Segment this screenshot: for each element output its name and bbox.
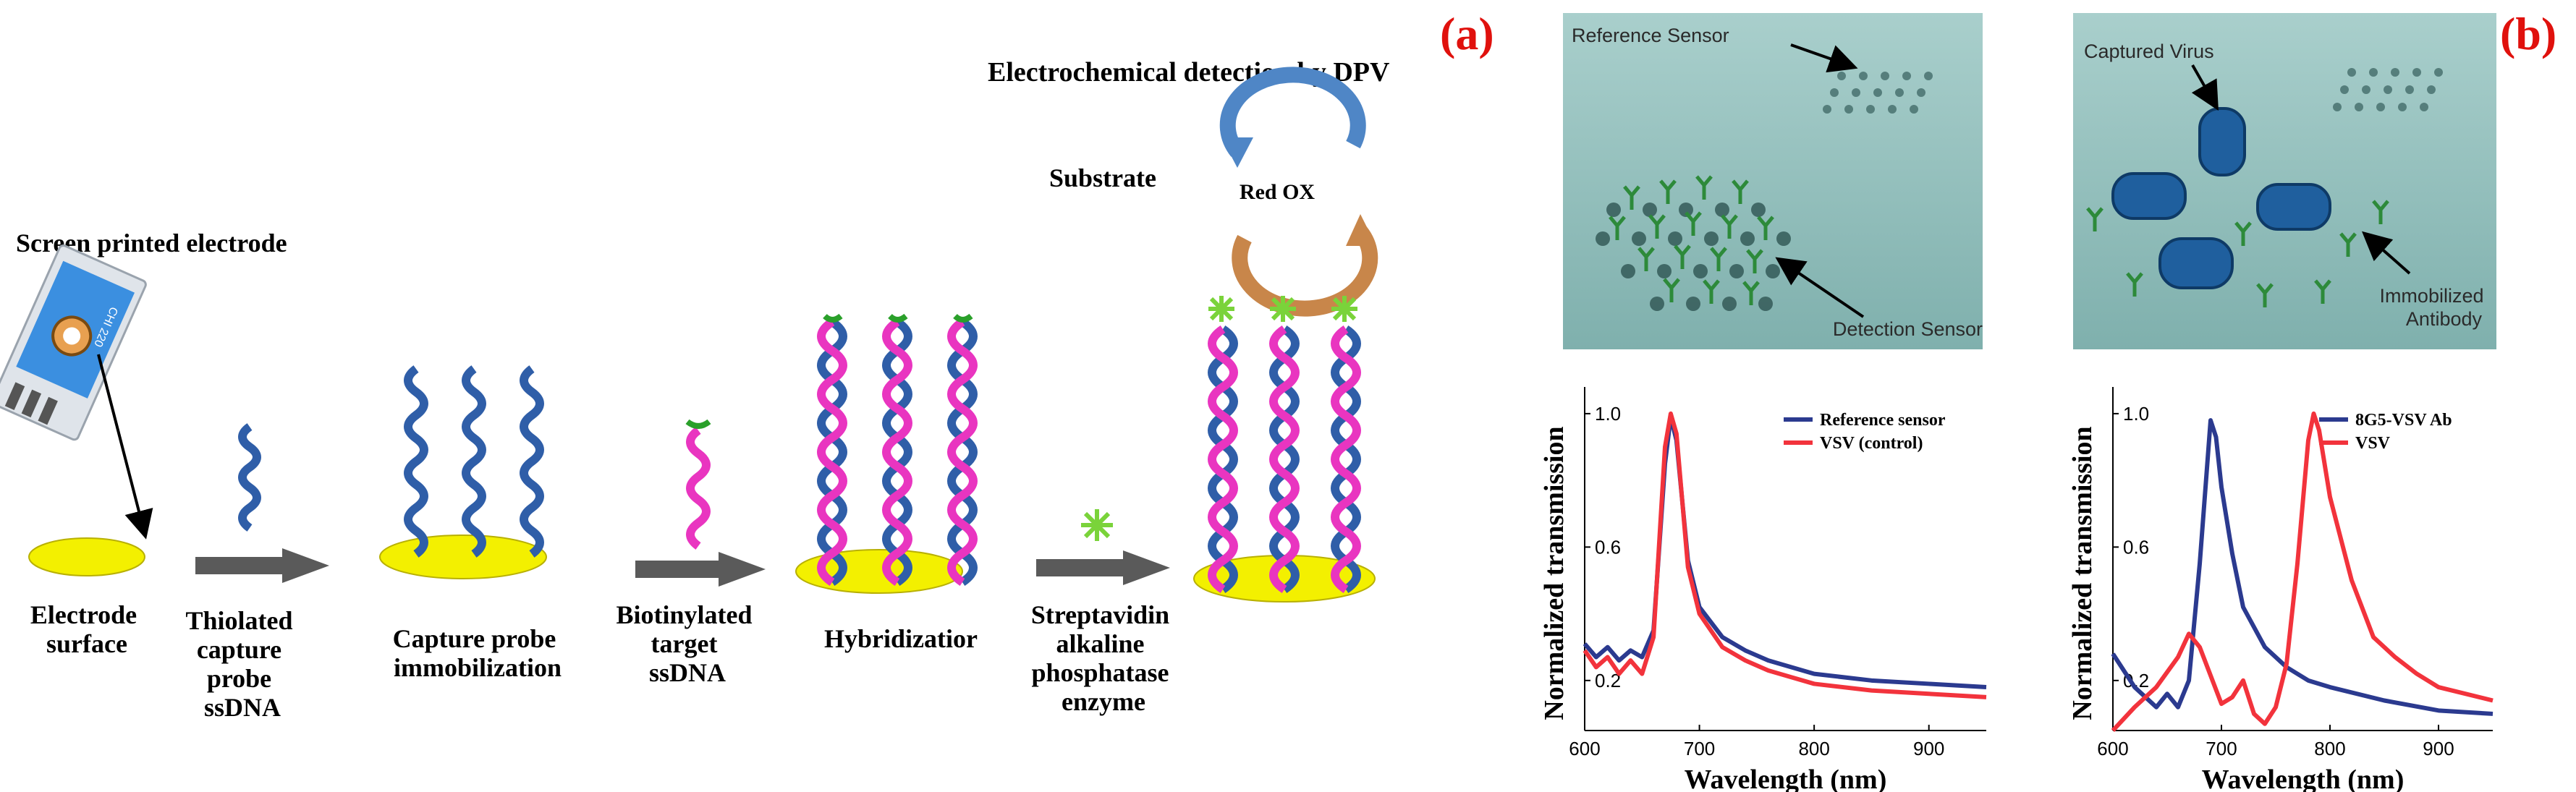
process-arrow-2 xyxy=(635,552,766,587)
x-axis-label: Wavelength (nm) xyxy=(2202,765,2405,792)
hybridized-helices xyxy=(817,313,978,586)
substrate-label: Substrate xyxy=(1049,163,1156,192)
capture-probe-strand xyxy=(238,423,261,532)
vsv-control-line xyxy=(1583,411,1987,699)
y-tick-label: 1.0 xyxy=(2123,403,2149,425)
panel-b: (b) xyxy=(1539,8,2556,792)
redox-label: Red OX xyxy=(1240,180,1315,204)
thiolated-label: Thiolated capture probe ssDNA xyxy=(185,606,299,722)
antibody-line xyxy=(2111,418,2494,716)
redox-cycle-icon xyxy=(1219,67,1378,317)
biotin-cap-icon xyxy=(685,419,711,429)
x-tick-label: 700 xyxy=(1684,738,1715,759)
screen-printed-electrode-icon: CHI 220 xyxy=(0,244,147,441)
x-tick-label: 900 xyxy=(2423,738,2454,759)
immobilized-antibody-label: Immobilized Antibody xyxy=(2379,285,2489,330)
y-axis-label: Normalized transmission xyxy=(1539,426,1569,720)
reference-sensor-line xyxy=(1583,414,1987,690)
x-tick-label: 600 xyxy=(1569,738,1600,759)
vsv-line xyxy=(2111,411,2494,733)
electrode-pointer-arrow xyxy=(97,354,153,540)
reference-sensor-holes xyxy=(1823,72,1933,114)
panel-b-label: (b) xyxy=(2500,8,2556,59)
capture-electrode-disk xyxy=(379,535,547,579)
hybridization-label: Hybridizatior xyxy=(824,624,978,653)
virus-icons xyxy=(2111,107,2331,289)
x-tick-label: 600 xyxy=(2097,738,2128,759)
x-tick-label: 700 xyxy=(2206,738,2237,759)
reference-detection-illustration: Reference Sensor Detection Sensor xyxy=(1563,13,1983,349)
y-tick-label: 0.6 xyxy=(2123,536,2149,558)
reference-sensor-label: Reference Sensor xyxy=(1572,25,1729,46)
biotinylated-label: Biotinylated target ssDNA xyxy=(616,600,758,687)
y-tick-label: 0.6 xyxy=(1595,536,1621,558)
x-tick-label: 800 xyxy=(2314,738,2345,759)
y-tick-label: 1.0 xyxy=(1595,403,1621,425)
electrode-surface-label: Electrode surface xyxy=(30,600,143,658)
streptavidin-label: Streptavidin alkaline phosphatase enzyme xyxy=(1031,600,1176,716)
panel-a: (a) Screen printed electrode CHI 220 Ele… xyxy=(0,8,1494,722)
capture-probes xyxy=(404,365,544,558)
reference-sensor-arrow xyxy=(1790,43,1858,73)
immobilized-antibody-arrow xyxy=(2362,231,2411,275)
captured-virus-label: Captured Virus xyxy=(2084,41,2214,62)
process-arrow-3 xyxy=(1036,550,1170,585)
x-tick-label: 900 xyxy=(1913,738,1944,759)
virus-capture-illustration: Captured Virus Immobilized Antibody xyxy=(2073,13,2496,349)
capture-immobilization-label: Capture probe immobilization xyxy=(393,624,563,682)
x-tick-label: 800 xyxy=(1798,738,1829,759)
legend-reference-sensor: Reference sensor xyxy=(1820,411,1946,430)
detection-sensor-arrow xyxy=(1775,257,1865,318)
reference-sensor-holes-right xyxy=(2333,68,2443,111)
antibody-icons xyxy=(1609,175,1774,305)
panel-a-label: (a) xyxy=(1440,8,1494,59)
detection-sensor-label: Detection Sensor xyxy=(1833,318,1983,340)
captured-virus-arrow xyxy=(2191,64,2219,111)
detection-sensor-holes xyxy=(1596,203,1791,311)
process-arrow-1 xyxy=(195,548,329,583)
legend-vsv: VSV xyxy=(2355,434,2391,453)
legend-8g5-vsv-ab: 8G5-VSV Ab xyxy=(2355,411,2452,430)
labeled-helices xyxy=(1208,296,1361,593)
electrode-surface-disk xyxy=(28,537,145,576)
legend-vsv-control: VSV (control) xyxy=(1820,434,1923,453)
enzyme-star-icon xyxy=(1081,509,1113,541)
target-strand xyxy=(686,427,711,550)
x-axis-label: Wavelength (nm) xyxy=(1685,765,1887,792)
antibody-icons-right xyxy=(2086,200,2389,307)
y-axis-label: Normalized transmission xyxy=(2067,426,2098,720)
